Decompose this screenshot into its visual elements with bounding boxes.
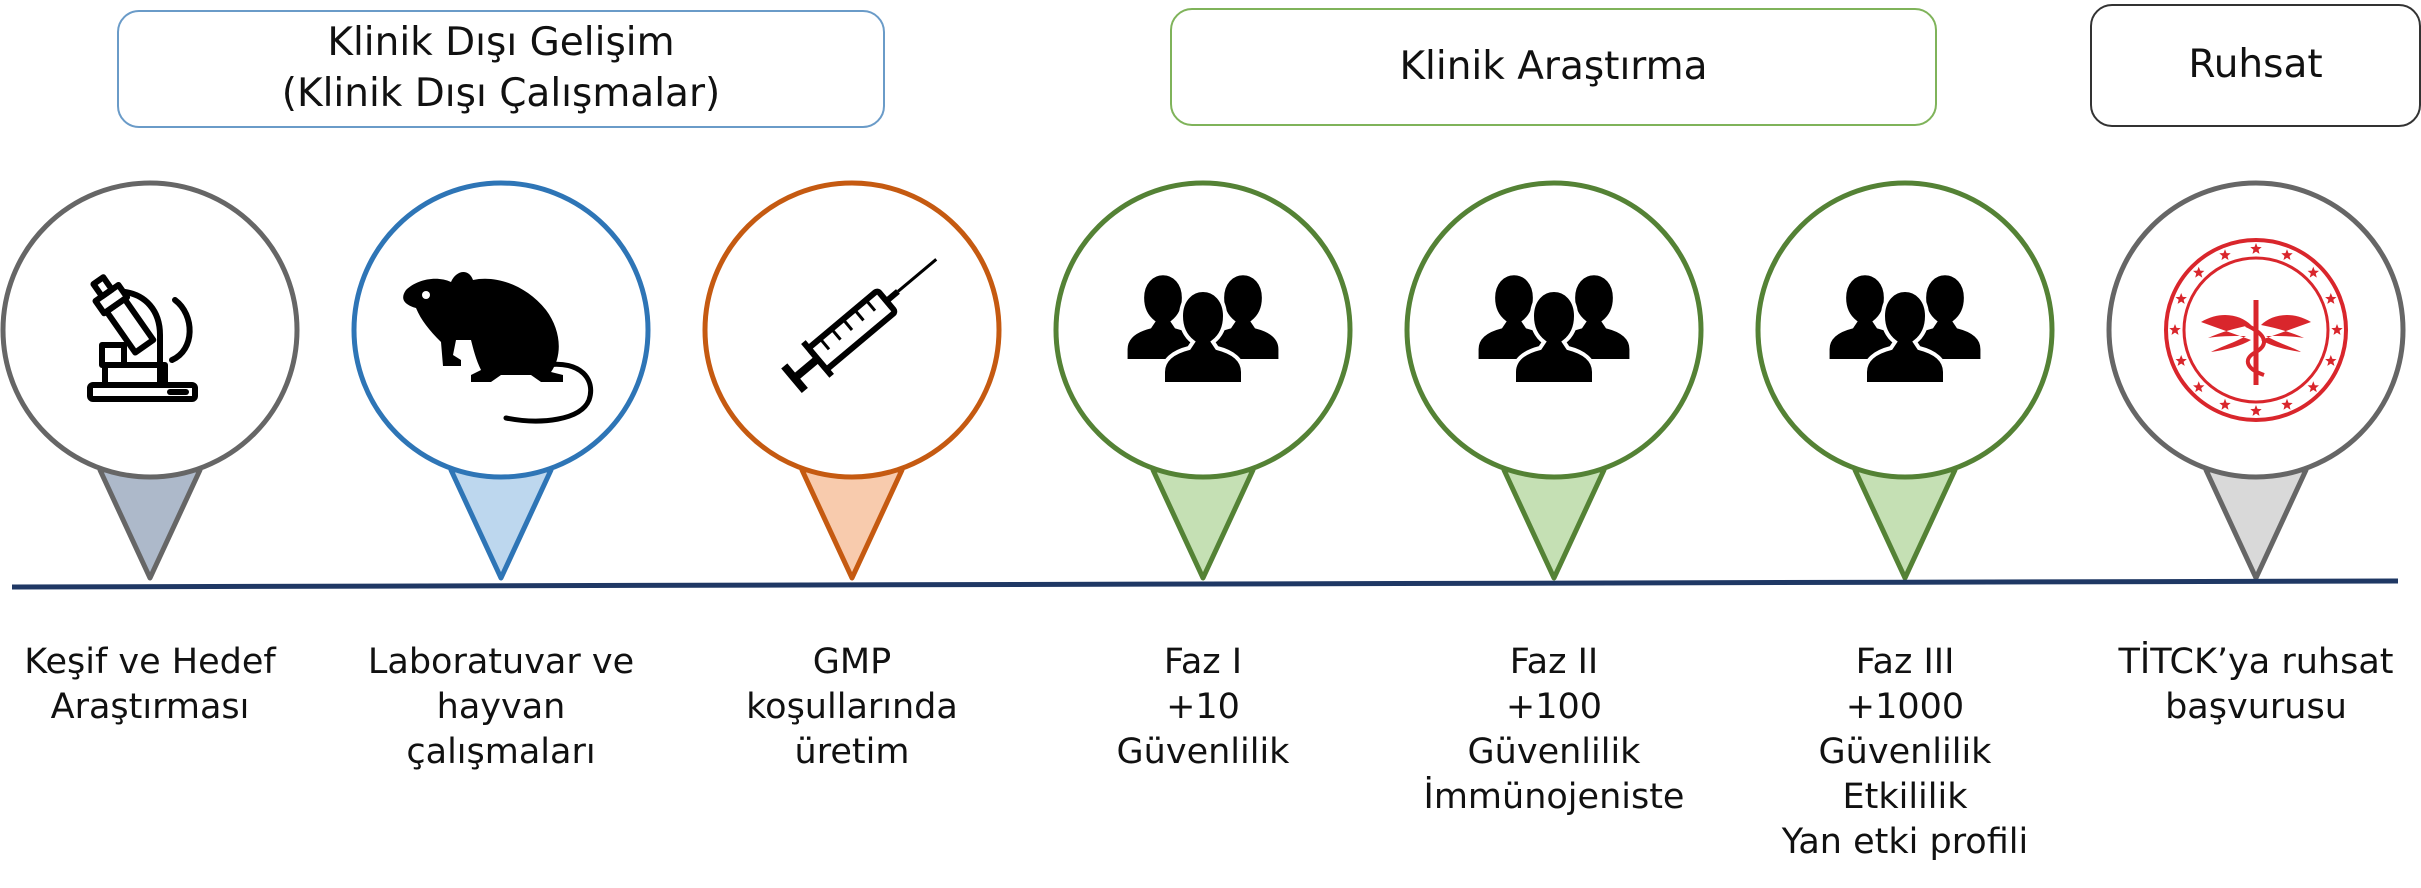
license-header-title: Ruhsat [2188,42,2323,88]
stage-marker [1404,180,1704,581]
stage-label-line: Güvenlilik [1116,732,1290,772]
stage-label-line: Güvenlilik [1467,732,1641,772]
stage-pin [448,467,554,581]
stage-label: Laboratuvar ve hayvan çalışmaları [341,640,661,775]
stage-label-line: çalışmaları [406,732,596,772]
stage-label-line: İmmünojeniste [1423,777,1685,817]
clinical-phase-header: Klinik Araştırma [1170,8,1937,126]
stage-label: TİTCK’ya ruhsat başvurusu [2096,640,2416,730]
stage-label-line: Keşif ve Hedef [24,642,276,682]
timeline-axis [11,578,2399,590]
stage-label: GMP koşullarında üretim [692,640,1012,775]
stage-label-line: koşullarında [746,687,958,727]
stage-label-line: Yan etki profili [1781,822,2029,862]
stage-marker [351,180,651,581]
stage-label-line: üretim [794,732,910,772]
preclinical-header-title: Klinik Dışı Gelişim [327,20,675,66]
stage-label-line: TİTCK’ya ruhsat [2118,642,2394,682]
stage-pin [799,467,905,581]
stage-marker [1755,180,2055,581]
stage-pin [97,467,203,581]
stage-label-line: GMP [812,642,892,682]
stage-label-line: Araştırması [50,687,250,727]
stage-label-line: +1000 [1845,687,1965,727]
stage-label-line: Faz III [1855,642,1955,682]
stage-marker [2106,180,2406,581]
stage-marker [702,180,1002,581]
preclinical-phase-header: Klinik Dışı Gelişim (Klinik Dışı Çalışma… [117,10,885,128]
stage-label-line: Güvenlilik [1818,732,1992,772]
preclinical-header-subtitle: (Klinik Dışı Çalışmalar) [281,71,721,116]
stage-label-line: Faz I [1163,642,1243,682]
stage-marker [0,180,300,581]
license-phase-header: Ruhsat [2090,4,2421,127]
stage-pin [1852,467,1958,581]
stage-label-line: +10 [1166,687,1240,727]
stage-pin [2203,467,2309,581]
stage-label-line: Etkililik [1842,777,1968,817]
stage-label-line: +100 [1505,687,1603,727]
stage-label-line: Faz II [1509,642,1599,682]
stage-pin [1501,467,1607,581]
stage-label-line: hayvan [436,687,566,727]
stage-label-line: Laboratuvar ve [367,642,635,682]
stage-marker [1053,180,1353,581]
stage-label-line: başvurusu [2165,687,2347,727]
stage-pin [1150,467,1256,581]
clinical-header-title: Klinik Araştırma [1399,43,1708,89]
